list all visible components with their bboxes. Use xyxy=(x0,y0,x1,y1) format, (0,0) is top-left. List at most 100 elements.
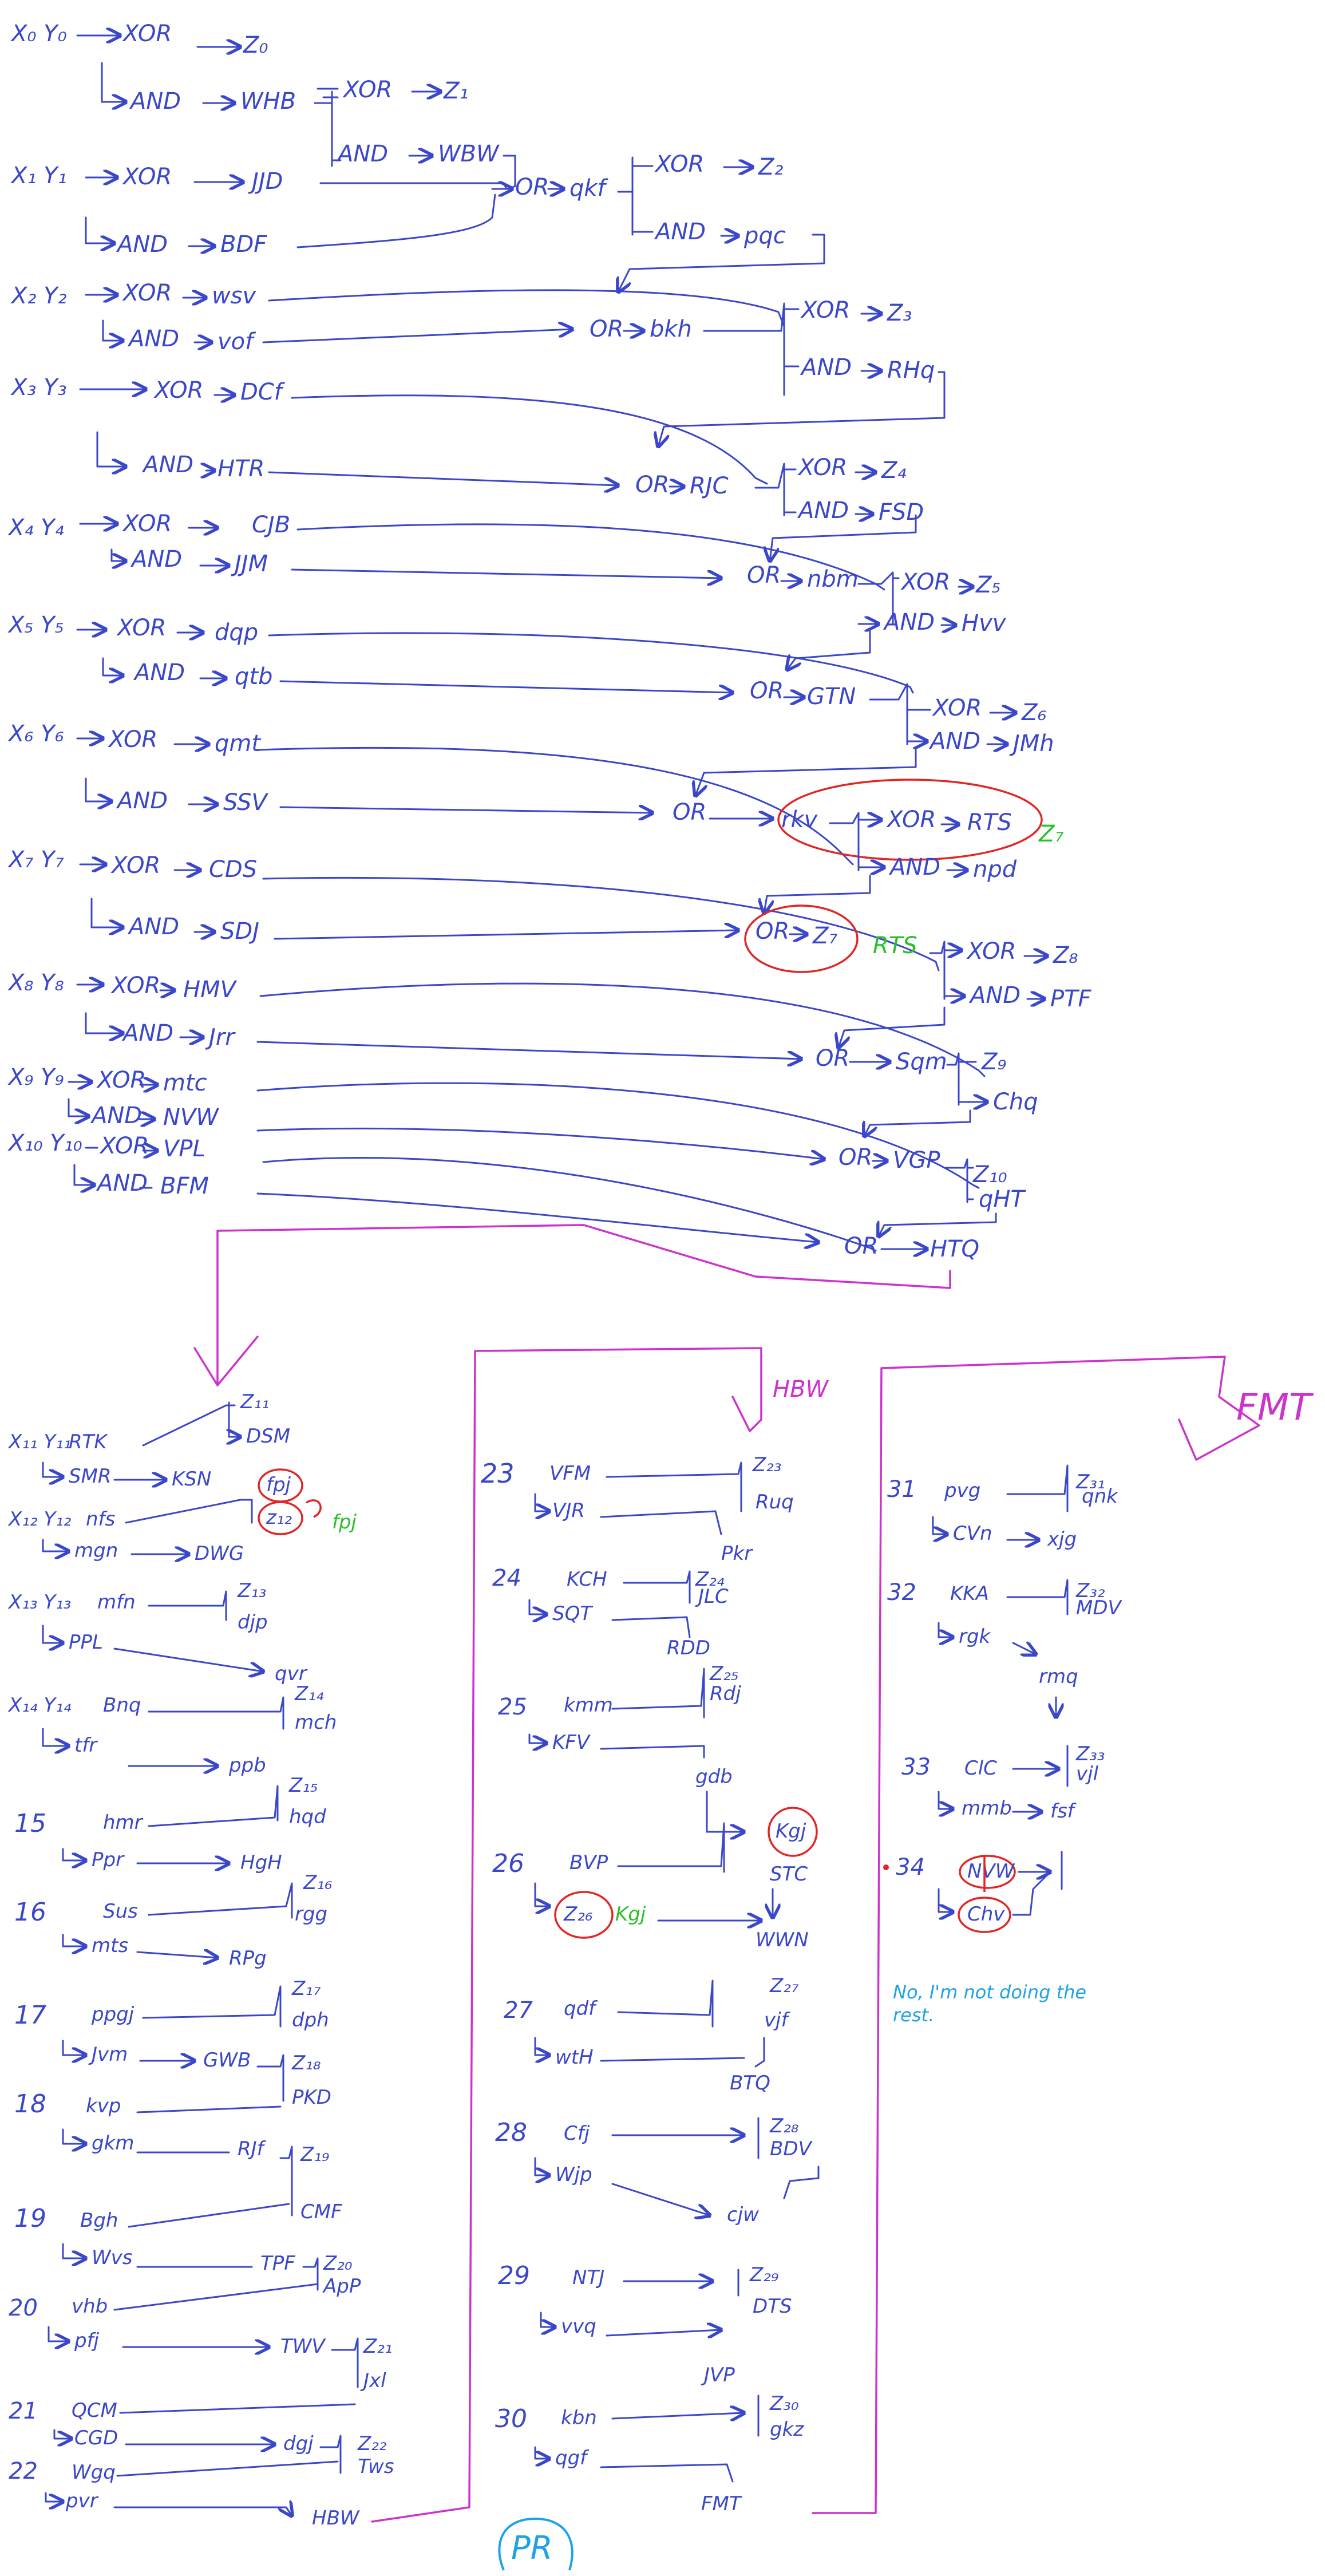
and-wire: VJR xyxy=(552,1499,585,1522)
and-wire: RHq xyxy=(887,357,935,384)
and-gate: AND xyxy=(797,497,849,524)
and-wire: DTS xyxy=(753,2295,792,2318)
sum-output: Z₆ xyxy=(1021,700,1046,726)
and-wire: rgk xyxy=(959,1625,991,1648)
sum-output: Z₂₁ xyxy=(363,2335,393,2358)
carry-wire: FMT xyxy=(701,2492,742,2515)
sum-output: Z₂ xyxy=(758,154,783,180)
xor-gate: XOR xyxy=(110,852,160,879)
carry-wire: dgj xyxy=(283,2432,314,2455)
input-label: X₁ Y₁ xyxy=(10,163,67,189)
and-wire: tfr xyxy=(74,1734,98,1757)
column-1: X₁₁ Y₁₁ RTK Z₁₁ DSM SMR KSN X₁₂ Y₁₂ nfs … xyxy=(7,1390,394,2530)
xor-wire: DCf xyxy=(240,379,286,405)
xor-wire: HMV xyxy=(183,977,238,1003)
and-gate: AND xyxy=(800,354,852,381)
signature-outline xyxy=(498,2517,573,2571)
and-wire: HTR xyxy=(217,456,264,482)
row-2: X₂ Y₂ XOR wsv AND vof OR bkh XOR Z₃ AND … xyxy=(10,280,946,447)
row-22: 22 Wgq pvr HBW xyxy=(9,2458,360,2530)
and-gate: AND xyxy=(888,854,940,880)
carry-wire: cjw xyxy=(727,2203,759,2226)
highlight-circle xyxy=(744,904,859,973)
xor-wire: VPL xyxy=(163,1136,205,1162)
correction-note: Kgj xyxy=(615,1903,646,1926)
xor-gate: XOR xyxy=(108,726,157,753)
and-wire: Z₂₆ xyxy=(563,1903,593,1926)
and-wire: Jxl xyxy=(360,2369,386,2392)
or-gate: OR xyxy=(844,1233,878,1259)
and-wire: BDV xyxy=(770,2138,813,2160)
xor-gate: XOR xyxy=(932,695,982,721)
and-wire: KFV xyxy=(552,1731,591,1754)
sum-output: Z₁₅ xyxy=(288,1774,318,1797)
sum-output: Z₃₁ xyxy=(1075,1471,1105,1494)
sum-output: Z₁₈ xyxy=(291,2052,321,2075)
and-wire: pqc xyxy=(743,223,786,249)
row-9: X₉ Y₉ XOR mtc AND NVW OR VGP Z₁₀ qHT xyxy=(7,1064,1026,1236)
carry-wire: RJf xyxy=(238,2138,267,2160)
carry-wire: ppb xyxy=(228,1754,266,1777)
sum-output: z₁₂ xyxy=(266,1506,292,1529)
dot-mark xyxy=(883,1864,889,1870)
signature: PR xyxy=(498,2517,573,2571)
carry-wire: xjg xyxy=(1047,1528,1077,1551)
xor-gate: XOR xyxy=(96,1067,146,1093)
xor-gate: XOR xyxy=(122,164,172,190)
xor-wire: NTJ xyxy=(572,2266,604,2289)
and-wire: JJM xyxy=(231,551,268,577)
and-wire: mch xyxy=(295,1711,337,1734)
and-wire: Ppr xyxy=(92,1848,125,1871)
xor-gate: XOR xyxy=(116,615,166,641)
or-gate: OR xyxy=(838,1144,872,1171)
or-gate: OR xyxy=(756,918,789,945)
and-gate: AND xyxy=(130,546,182,572)
and-gate: AND xyxy=(883,609,935,635)
xor-wire: RTK xyxy=(69,1431,108,1453)
and-wire: MDV xyxy=(1076,1597,1123,1619)
and-gate: AND xyxy=(116,231,168,258)
input-label: X₄ Y₄ xyxy=(7,515,64,541)
carry-wire: RJC xyxy=(690,473,729,499)
and-wire: BDF xyxy=(220,231,267,258)
input-label: X₆ Y₆ xyxy=(7,721,64,747)
column-3-bracket xyxy=(812,1356,1260,2514)
carry-wire: bkh xyxy=(650,316,692,342)
row-21: 21 QCM CGD dgj Z₂₂ Tws xyxy=(9,2398,394,2478)
carry-wire: Z₇ xyxy=(812,923,837,949)
xor-wire: Sus xyxy=(103,1900,138,1923)
row-number: 21 xyxy=(9,2398,38,2424)
input-label: X₅ Y₅ xyxy=(7,612,64,638)
and-wire: Chv xyxy=(967,1903,1005,1926)
xor-wire: mfn xyxy=(97,1591,136,1614)
correction-note: Z₇ xyxy=(1038,821,1063,847)
sum-output: Z₈ xyxy=(1053,942,1078,969)
row-number: 16 xyxy=(14,1898,46,1927)
carry-wire: qkf xyxy=(569,175,609,202)
xor-wire: Bnq xyxy=(103,1694,141,1717)
xor-wire: kbn xyxy=(561,2407,597,2429)
and-wire: Hvv xyxy=(962,610,1007,637)
row-number: 26 xyxy=(492,1849,524,1878)
row-23: 23 VFM Z₂₃ Ruq VJR Pkr xyxy=(481,1453,794,1565)
and-wire: gkm xyxy=(92,2132,134,2155)
sum-output: Z₁₀ xyxy=(972,1161,1007,1188)
row-27: 27 qdf Z₂₇ vjf wtH BTQ xyxy=(504,1974,799,2095)
input-label: X₉ Y₉ xyxy=(7,1064,64,1091)
carry-wire: qvr xyxy=(275,1662,308,1685)
row-number: 15 xyxy=(14,1809,46,1838)
and-wire: rgg xyxy=(295,1903,327,1926)
row-32: 32 KKA Z₃₂ MDV rgk rmq xyxy=(887,1579,1123,1717)
and-wire: SSV xyxy=(223,789,268,816)
and-wire: Rdj xyxy=(710,1682,741,1705)
row-number: 24 xyxy=(492,1565,521,1591)
carry-wire: Sqm xyxy=(896,1049,947,1075)
sum-output: Z₁₆ xyxy=(303,1871,333,1894)
xor-gate: XOR xyxy=(800,297,850,323)
carry-wire: RPg xyxy=(229,1947,267,1970)
row-6: X₆ Y₆ XOR qmt AND SSV OR rkv XOR RTS Z₇ … xyxy=(7,721,1063,913)
input-label: X₁₀ Y₁₀ xyxy=(7,1130,82,1156)
xor-gate: XOR xyxy=(122,511,172,537)
row-number: 32 xyxy=(887,1579,916,1606)
row-number: 29 xyxy=(498,2261,530,2290)
